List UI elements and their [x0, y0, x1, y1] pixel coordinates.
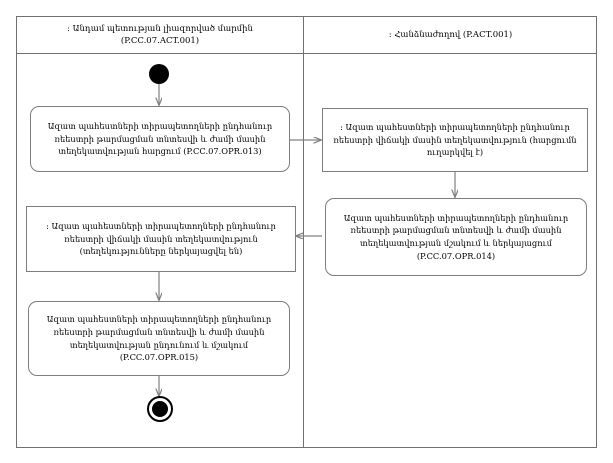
- swimlane-left-title-line1: : Անդամ պետության լիազորված մարմին: [67, 23, 253, 34]
- swimlane-header-right: : Հանձնաժողով (P.ACT.001): [304, 16, 597, 54]
- object-node-info-provided[interactable]: : Ազատ պահեստների տիրապետողների ընդհանու…: [26, 206, 296, 272]
- activity-opr-013[interactable]: Ազատ պահեստների տիրապետողների ընդհանուր …: [30, 106, 290, 172]
- object-node-request-sent[interactable]: : Ազատ պահեստների տիրապետողների ընդհանու…: [322, 108, 588, 172]
- final-node[interactable]: [147, 396, 173, 422]
- swimlane-frame: [16, 16, 597, 448]
- swimlane-divider: [303, 16, 304, 448]
- swimlane-header-left: : Անդամ պետության լիազորված մարմին (P.CC…: [16, 16, 304, 54]
- activity-opr-014[interactable]: Ազատ պահեստների տիրապետողների ընդհանուր …: [325, 198, 587, 276]
- swimlane-right-title-line1: : Հանձնաժողով (P.ACT.001): [388, 29, 513, 40]
- initial-node[interactable]: [149, 64, 169, 84]
- final-node-core: [152, 401, 168, 417]
- activity-opr-015[interactable]: Ազատ պահեստների տիրապետողների ընդհանուր …: [28, 301, 290, 376]
- swimlane-left-title-line2: (P.CC.07.ACT.001): [120, 35, 200, 46]
